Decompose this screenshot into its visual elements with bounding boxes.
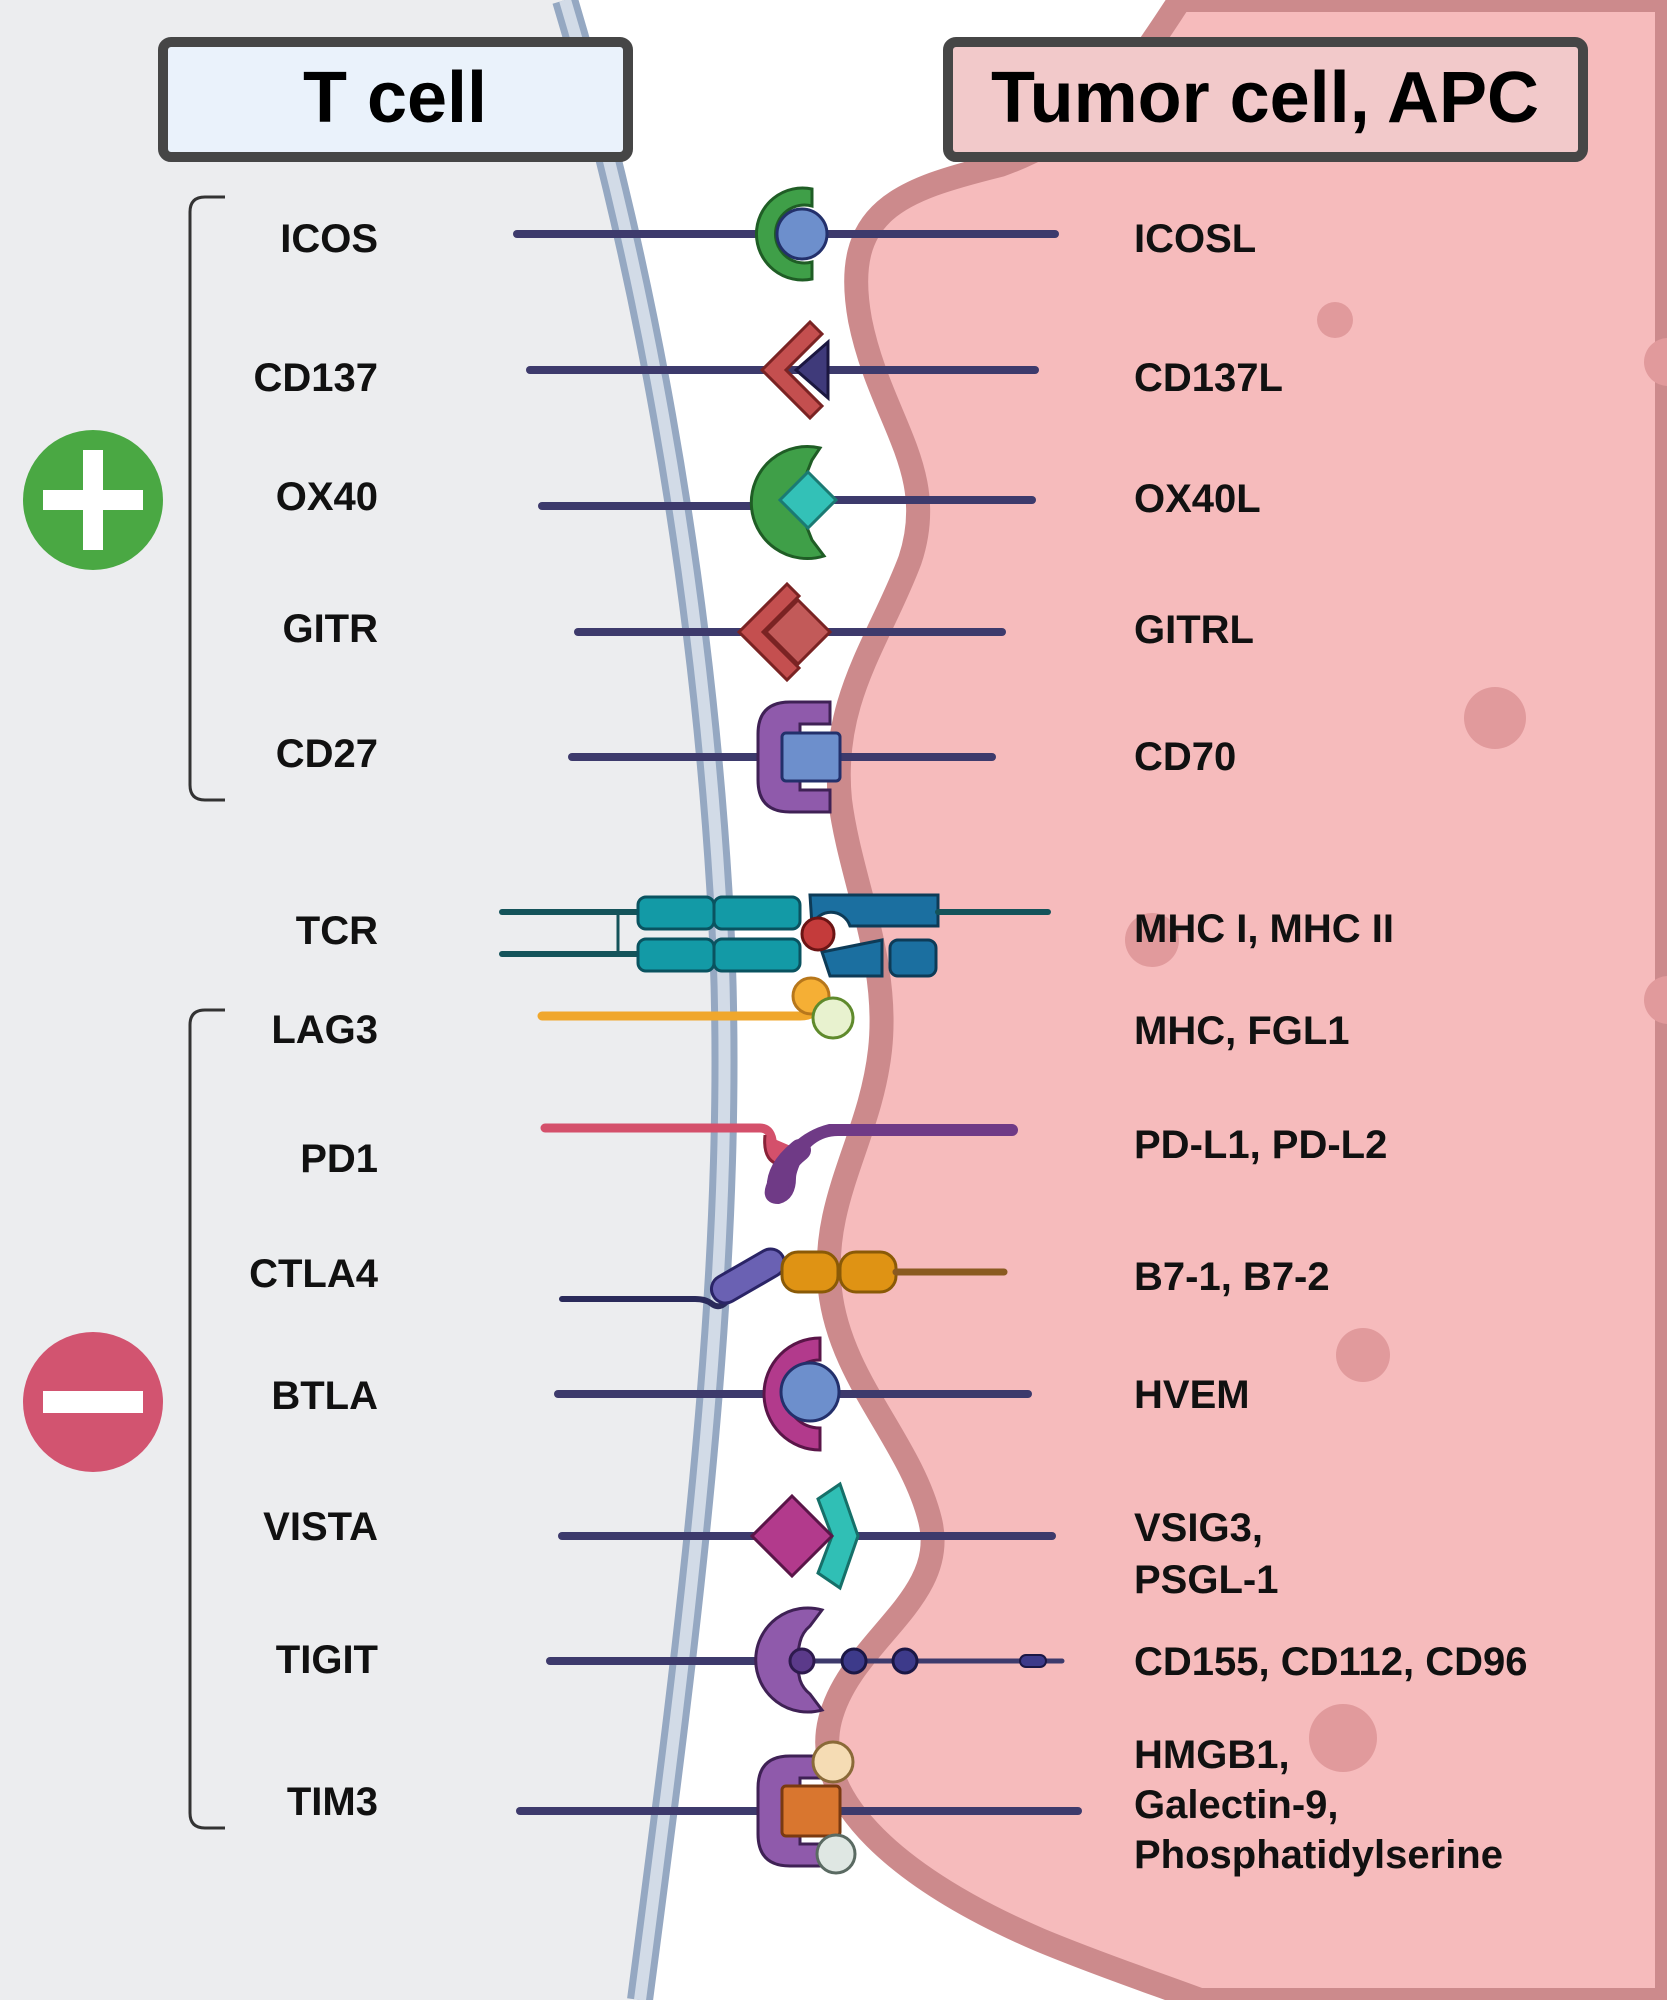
tumor-title: Tumor cell, APC — [991, 58, 1539, 138]
ligand-label-hmgb1: HMGB1, — [1134, 1733, 1290, 1777]
inhibitory-bracket — [188, 1008, 225, 1830]
vesicle — [1644, 976, 1667, 1024]
ox40-pair — [538, 445, 1036, 561]
receptor-label-tcr: TCR — [296, 909, 378, 953]
ligand-label-b7: B7-1, B7-2 — [1134, 1255, 1330, 1299]
t-cell-header: T cell — [158, 37, 633, 162]
tumor-cell-body — [815, 0, 1667, 2000]
receptor-label-icos: ICOS — [280, 217, 378, 261]
receptor-label-btla: BTLA — [271, 1374, 378, 1418]
ligand-label-hvem: HVEM — [1134, 1373, 1250, 1417]
ligand-label-tigit-ligands: CD155, CD112, CD96 — [1134, 1640, 1528, 1684]
receptor-label-cd27: CD27 — [276, 732, 378, 776]
receptor-label-pd1: PD1 — [300, 1137, 378, 1181]
pd1-pair — [540, 1123, 1018, 1205]
tcr-mhc-complex — [499, 893, 1051, 978]
receptor-label-ox40: OX40 — [276, 475, 378, 519]
ligand-label-pd-ligands: PD-L1, PD-L2 — [1134, 1123, 1387, 1167]
vesicle — [1464, 687, 1526, 749]
receptor-label-cd137: CD137 — [253, 356, 378, 400]
t-cell-cytoplasm — [0, 0, 725, 2000]
btla-pair — [554, 1336, 1032, 1452]
ligand-label-ox40l: OX40L — [1134, 477, 1261, 521]
ligand-label-icosl: ICOSL — [1134, 217, 1256, 261]
ligand-label-lag3-ligands: MHC, FGL1 — [1134, 1009, 1350, 1053]
ligand-label-psgl1: PSGL-1 — [1134, 1558, 1278, 1602]
tigit-pair — [546, 1606, 1065, 1714]
ligand-label-vsig3: VSIG3, — [1134, 1506, 1263, 1550]
minus-icon — [23, 1332, 163, 1472]
plus-icon — [23, 430, 163, 570]
receptor-label-tim3: TIM3 — [287, 1780, 378, 1824]
ligand-label-cd70: CD70 — [1134, 735, 1236, 779]
lag3-pair — [537, 976, 855, 1040]
ligand-label-mhc: MHC I, MHC II — [1134, 907, 1394, 951]
cd137-pair — [526, 319, 1039, 421]
vesicle — [1336, 1328, 1390, 1382]
ligand-label-cd137l: CD137L — [1134, 356, 1283, 400]
stimulatory-bracket — [188, 195, 225, 802]
tumor-header: Tumor cell, APC — [943, 37, 1588, 162]
receptor-label-tigit: TIGIT — [276, 1638, 378, 1682]
tim3-pair — [516, 1740, 1082, 1875]
ligand-label-gitrl: GITRL — [1134, 608, 1254, 652]
vesicle — [1644, 338, 1667, 386]
vesicle — [1125, 913, 1179, 967]
receptor-label-lag3: LAG3 — [271, 1008, 378, 1052]
cd27-pair — [568, 700, 996, 814]
gitr-pair — [574, 581, 1006, 683]
t-cell-title: T cell — [303, 58, 487, 138]
vista-pair — [558, 1481, 1056, 1591]
ligand-label-phosphatidylserine: Phosphatidylserine — [1134, 1833, 1503, 1877]
vesicle — [1317, 302, 1353, 338]
receptor-label-ctla4: CTLA4 — [249, 1252, 379, 1296]
ctla4-pair — [559, 1247, 1008, 1310]
receptor-label-gitr: GITR — [282, 607, 378, 651]
vesicle — [1309, 1704, 1377, 1772]
ligand-label-galectin9: Galectin-9, — [1134, 1783, 1339, 1827]
icos-icosl-pair — [513, 186, 1059, 282]
receptor-label-vista: VISTA — [263, 1505, 378, 1549]
